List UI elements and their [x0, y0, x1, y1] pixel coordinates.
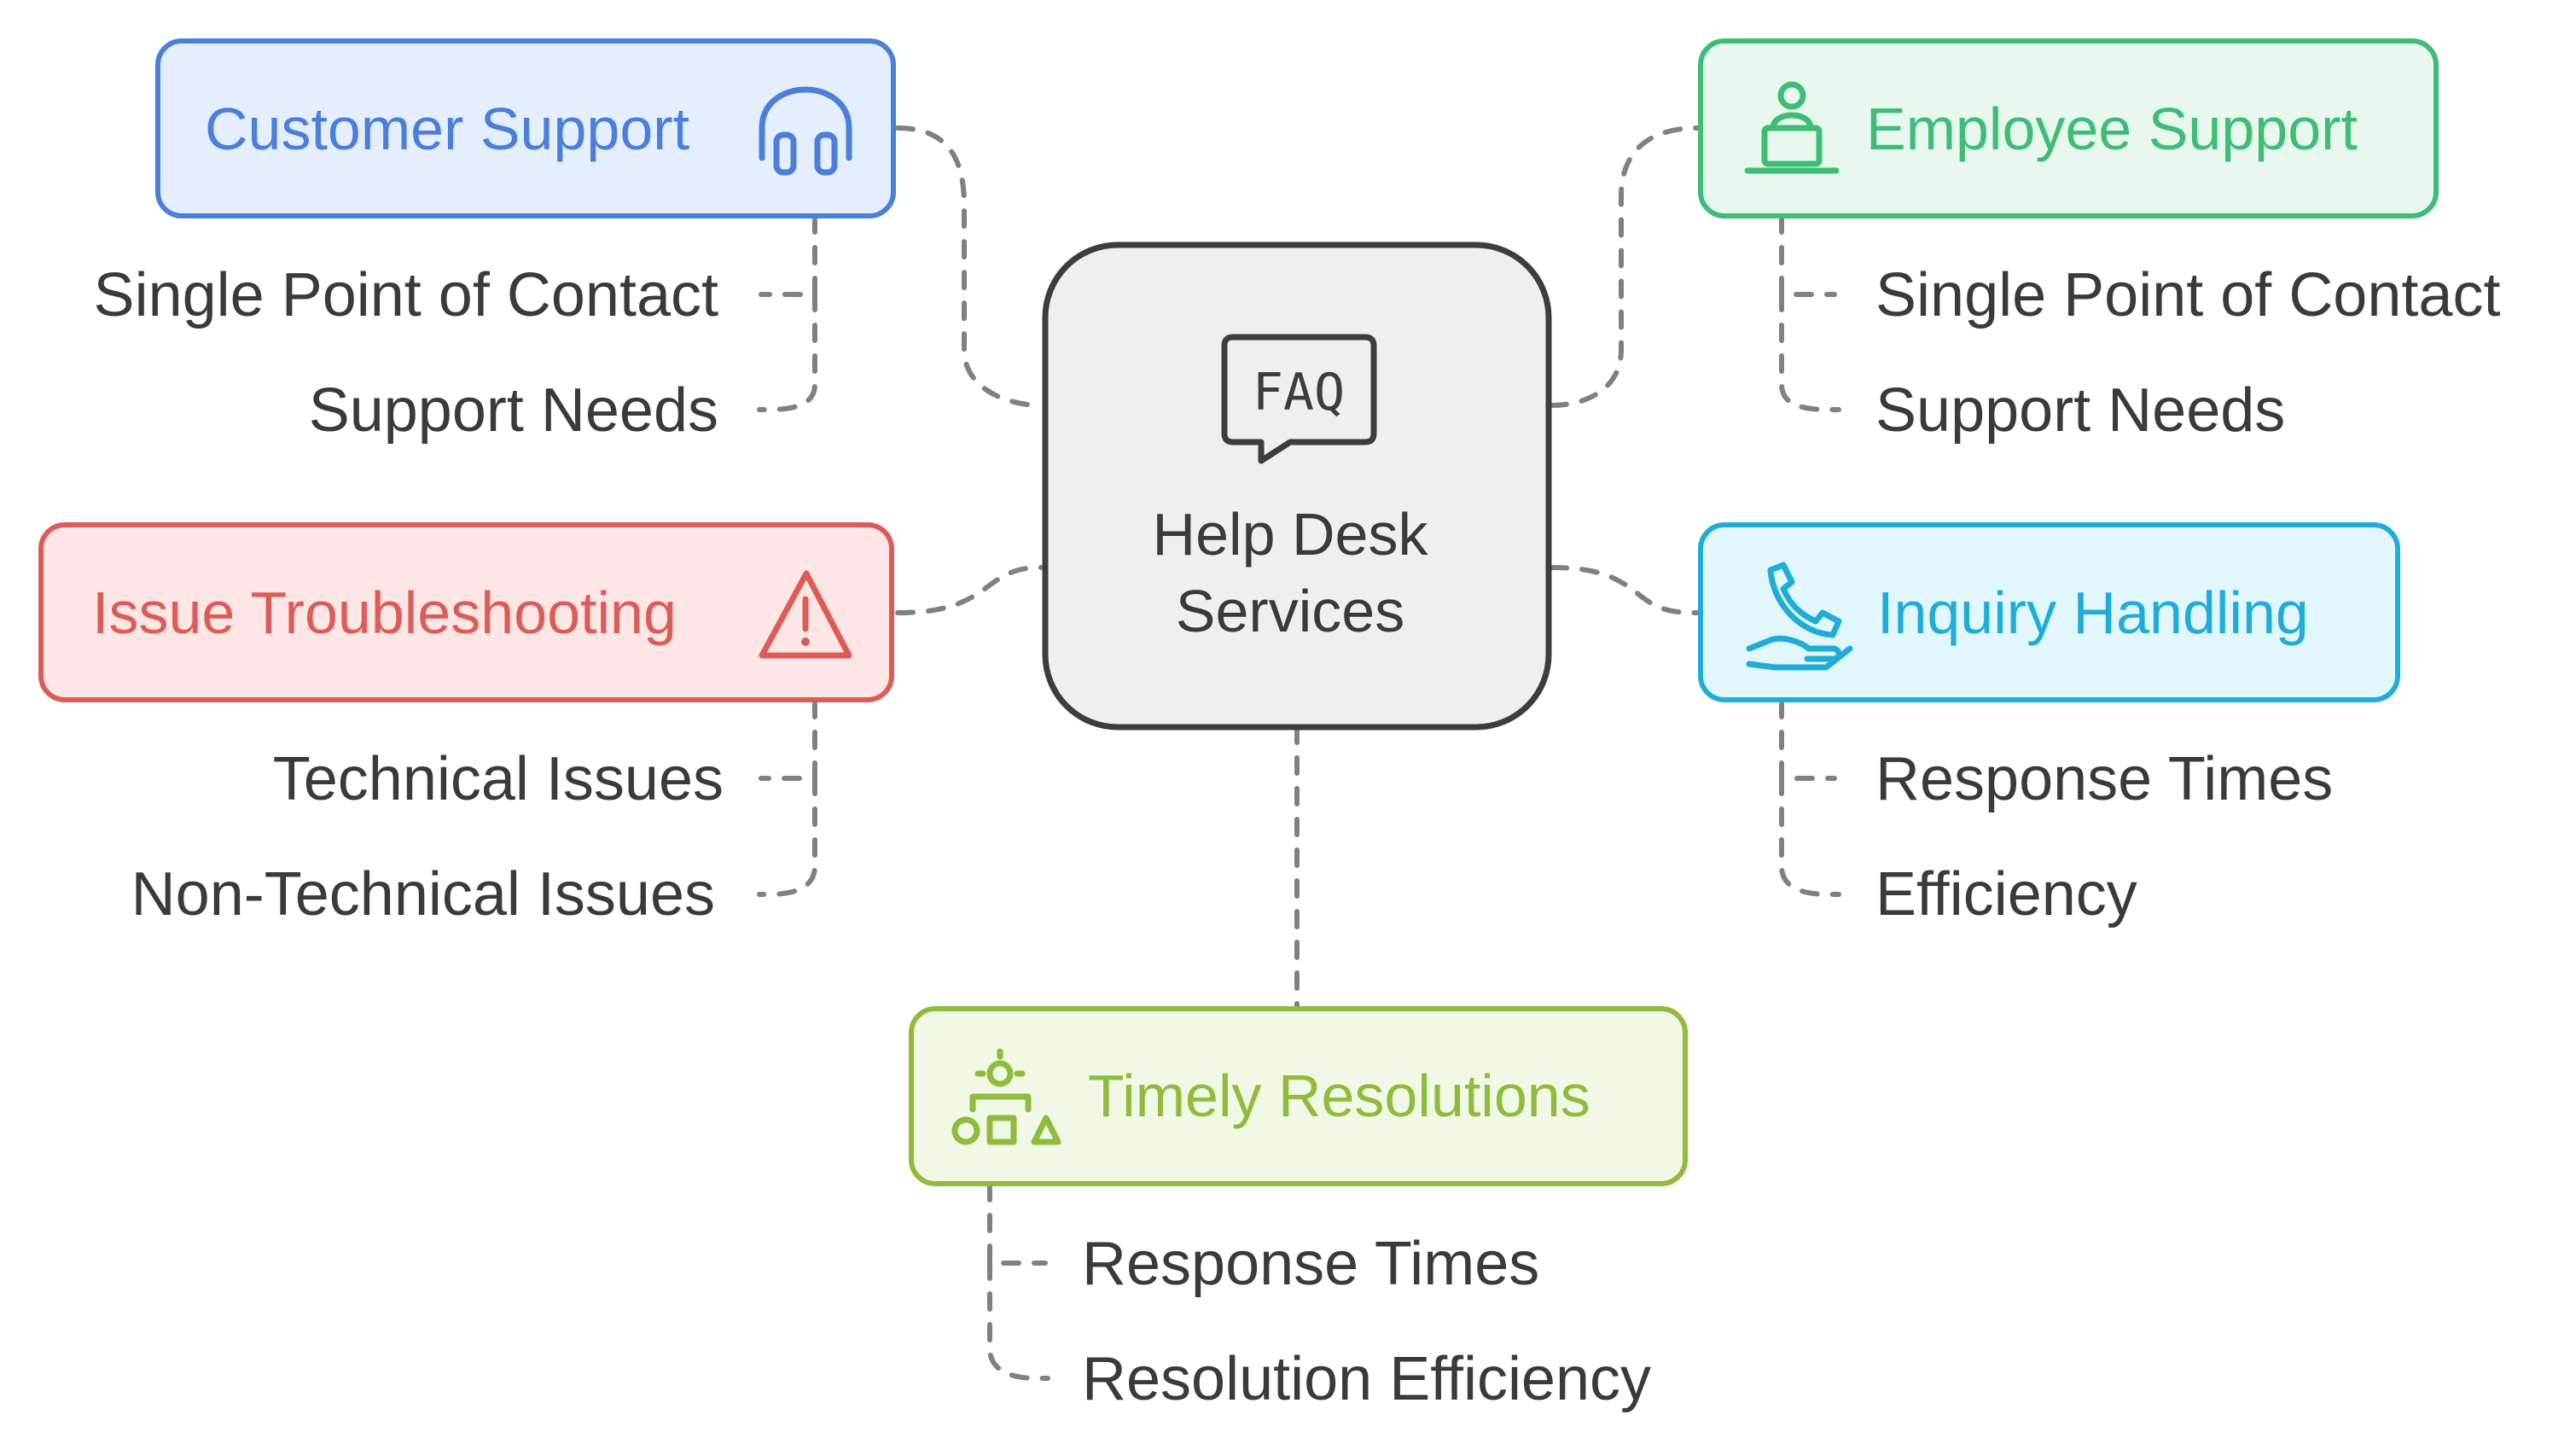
- connector-customer-item-1: [759, 214, 817, 297]
- inquiry-handling-label: Inquiry Handling: [1877, 579, 2309, 646]
- connector-issue-item-1: [759, 699, 817, 781]
- issue-troubleshooting-label: Issue Troubleshooting: [92, 579, 677, 646]
- center-title-line-2: Services: [1176, 578, 1404, 644]
- node-customer-support: Customer Support: [155, 38, 896, 218]
- connector-inquiry-item-1: [1779, 699, 1837, 781]
- employee-support-box: [1698, 38, 2439, 218]
- customer-support-item-2: Support Needs: [309, 376, 718, 445]
- connector-inquiry-handling: [1549, 565, 1701, 615]
- connector-timely-item-1: [987, 1182, 1048, 1266]
- issue-troubleshooting-item-1: Technical Issues: [273, 745, 724, 813]
- timely-resolutions-item-2: Resolution Efficiency: [1082, 1345, 1651, 1413]
- timely-resolutions-item-1: Response Times: [1082, 1230, 1539, 1298]
- connector-employee-item-2: [1779, 292, 1841, 412]
- connector-employee-item-1: [1779, 214, 1837, 297]
- node-employee-support: Employee Support: [1698, 38, 2439, 218]
- connector-inquiry-item-2: [1779, 776, 1841, 897]
- faq-icon-text: FAQ: [1253, 363, 1345, 422]
- employee-support-label: Employee Support: [1866, 96, 2358, 162]
- node-inquiry-handling: Inquiry Handling: [1698, 522, 2400, 702]
- connector-customer-item-2: [757, 292, 817, 412]
- faq-icon: FAQ: [1221, 334, 1377, 464]
- issue-troubleshooting-item-2: Non-Technical Issues: [131, 860, 715, 929]
- customer-support-label: Customer Support: [205, 96, 689, 162]
- connector-timely-item-2: [987, 1261, 1050, 1381]
- connector-employee-support: [1549, 125, 1701, 408]
- node-timely-resolutions: Timely Resolutions: [909, 1006, 1688, 1186]
- employee-support-item-2: Support Needs: [1875, 376, 2285, 445]
- customer-support-item-1: Single Point of Contact: [94, 261, 718, 329]
- connector-issue-item-2: [757, 776, 817, 897]
- idea-shapes-icon: [951, 1048, 1061, 1145]
- customer-support-box: [155, 38, 896, 218]
- phone-hand-icon: [1746, 562, 1853, 671]
- inquiry-handling-item-2: Efficiency: [1875, 860, 2137, 929]
- node-issue-troubleshooting: Issue Troubleshooting: [38, 522, 894, 702]
- warning-icon: [759, 570, 852, 659]
- center-connectors: [895, 125, 1701, 1010]
- leaf-connectors: [757, 214, 1841, 1381]
- headset-icon: [759, 86, 852, 176]
- laptop-user-icon: [1744, 81, 1840, 174]
- inquiry-handling-item-1: Response Times: [1875, 745, 2333, 813]
- connector-customer-support: [895, 125, 1044, 408]
- timely-resolutions-label: Timely Resolutions: [1088, 1063, 1590, 1129]
- center-node: FAQ Help Desk Services: [1042, 242, 1552, 731]
- issue-troubleshooting-box: [38, 522, 894, 702]
- timely-resolutions-box: [909, 1006, 1688, 1186]
- center-title-line-1: Help Desk: [1153, 501, 1429, 568]
- center-box: [1042, 242, 1552, 731]
- connector-issue-troubleshooting: [895, 565, 1044, 615]
- inquiry-handling-box: [1698, 522, 2400, 702]
- employee-support-item-1: Single Point of Contact: [1875, 261, 2500, 329]
